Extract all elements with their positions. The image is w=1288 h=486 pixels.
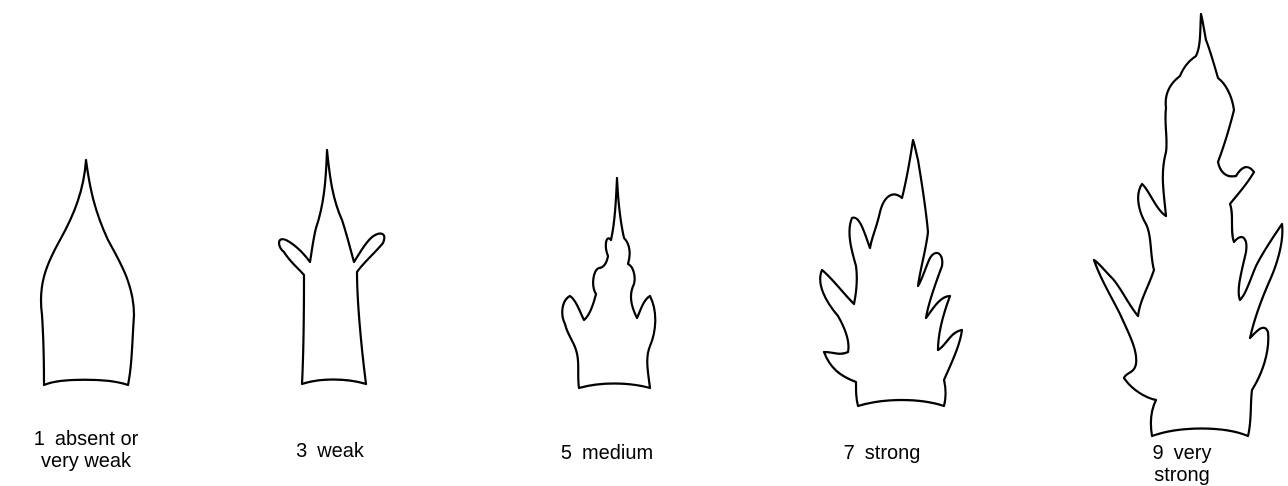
leaf-outline-5 [562,178,655,388]
leaf-outline-1 [41,160,134,385]
leaf-outline-3 [279,150,384,384]
leaf-outline-7 [820,140,962,406]
leaf-outline-9 [1094,14,1282,436]
